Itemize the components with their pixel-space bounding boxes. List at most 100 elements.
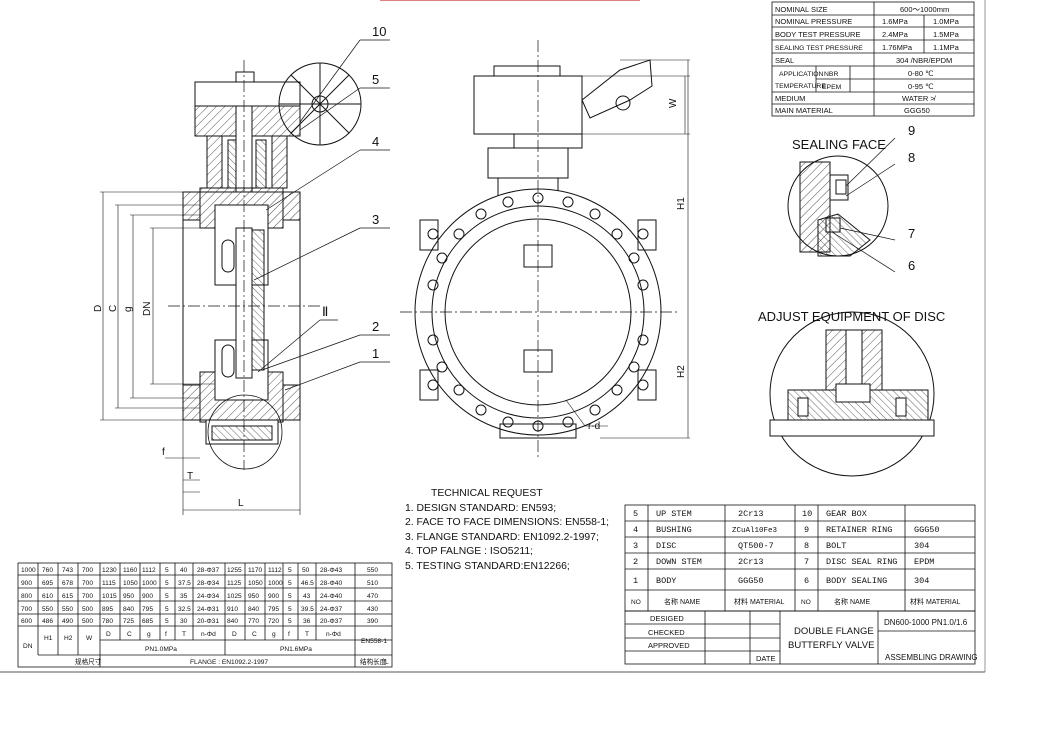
dim-w: W (668, 98, 679, 108)
header-sub: n-Φd (201, 631, 216, 638)
part-name: BUSHING (656, 525, 692, 535)
cell: 720 (268, 618, 279, 625)
part-material: 2Cr13 (738, 509, 764, 519)
cell: 840 (123, 606, 134, 613)
sealing-face-title: SEALING FACE (792, 137, 886, 152)
cell: 950 (123, 593, 134, 600)
cell: 28-Φ43 (320, 567, 342, 574)
title-checked: CHECKED (648, 628, 685, 637)
technical-request: TECHNICAL REQUEST 1. DESIGN STANDARD: EN… (405, 487, 623, 575)
part-name: DOWN STEM (656, 557, 702, 567)
spec-label: SEAL (775, 56, 794, 65)
dim-c: C (108, 305, 119, 312)
dimension-table-text: 1000 760 743 700 1230 1160 1112 5 40 28-… (21, 567, 389, 666)
callout-5: 5 (372, 72, 379, 87)
sealing-face-detail (787, 137, 896, 273)
spec-label: SEALING TEST PRESSURE (775, 45, 863, 52)
spec-table-text: NOMINAL SIZE 600～1000mm NOMINAL PRESSURE… (775, 5, 960, 115)
cell: 725 (123, 618, 134, 625)
flange-bolt-holes (427, 192, 649, 432)
cell: 1015 (102, 593, 117, 600)
part-name: BOLT (826, 541, 846, 551)
cell: 5 (288, 618, 292, 625)
drawing-spec: DN600-1000 PN1.0/1.6 (884, 618, 968, 627)
part-no: 5 (633, 509, 638, 519)
callout-4: 4 (372, 134, 379, 149)
cell: 550 (42, 606, 53, 613)
spec-sub: NBR (824, 71, 838, 78)
dim-d: D (93, 305, 104, 312)
cell: 486 (42, 618, 53, 625)
parts-header: 材料 MATERIAL (734, 597, 785, 606)
dim-dn: DN (142, 302, 153, 316)
spec-value: 1.6MPa (882, 17, 909, 26)
spec-label: BODY TEST PRESSURE (775, 30, 860, 39)
section-callouts: 10 5 4 3 Ⅱ 2 1 D C g DN f T L (93, 24, 386, 509)
cell: 695 (42, 580, 53, 587)
part-material: ZCuAl10Fe3 (732, 527, 778, 535)
cell: 28-Φ40 (320, 580, 342, 587)
header-sub: g (272, 631, 276, 638)
header-sub: g (147, 631, 151, 638)
spec-value: 1.1MPa (933, 43, 960, 52)
cell: 28-Φ37 (197, 567, 219, 574)
header-sub: f (288, 631, 290, 638)
cell: 1000 (268, 580, 283, 587)
header-sub: n-Φd (326, 631, 341, 638)
spec-label: MAIN MATERIAL (775, 106, 833, 115)
dim-f: f (162, 447, 165, 458)
cell: 1050 (248, 580, 263, 587)
cell: 1230 (102, 567, 117, 574)
cell: 1050 (123, 580, 138, 587)
cell: 470 (367, 593, 378, 600)
spec-value: 1.5MPa (933, 30, 960, 39)
cell: 1170 (248, 567, 263, 574)
cell: 900 (268, 593, 279, 600)
header-dn: DN (23, 643, 33, 650)
cell: 28-Φ34 (197, 580, 219, 587)
dimension-table (17, 562, 393, 668)
cell: 1115 (102, 580, 116, 587)
cell: 900 (142, 593, 153, 600)
title-designed: DESIGED (650, 614, 684, 623)
callout-8: 8 (908, 150, 915, 165)
adjust-equipment-detail (769, 311, 935, 477)
cell: 20-Φ37 (320, 618, 342, 625)
technical-request-item: 3. FLANGE STANDARD: EN1092.2-1997; (405, 531, 599, 543)
sealing-face-labels: SEALING FACE 9 8 7 6 (792, 123, 915, 273)
cell: 24-Φ31 (197, 606, 219, 613)
cell: 800 (21, 593, 32, 600)
cell: 700 (82, 580, 93, 587)
cell: 600 (21, 618, 32, 625)
cell: 30 (180, 618, 188, 625)
callout-3: 3 (372, 212, 379, 227)
title-date: DATE (756, 654, 775, 663)
cell: 1160 (123, 567, 138, 574)
spec-label: NOMINAL PRESSURE (775, 17, 852, 26)
spec-value: 1.76MPa (882, 43, 913, 52)
part-name: BODY (656, 576, 676, 586)
title-approved: APPROVED (648, 641, 690, 650)
header-pn10: PN1.0MPa (145, 646, 177, 653)
cell: 500 (82, 618, 93, 625)
part-no: 10 (802, 509, 812, 519)
part-no: 3 (633, 541, 638, 551)
part-material: 304 (914, 576, 929, 586)
parts-header: NO (801, 599, 811, 606)
header-spec-size: 规格尺寸 (75, 657, 102, 666)
cell: 910 (227, 606, 238, 613)
page-frame (0, 0, 986, 673)
cell: 5 (165, 593, 169, 600)
part-name: GEAR BOX (826, 509, 867, 519)
parts-header: NO (631, 599, 641, 606)
header-sub: f (165, 631, 167, 638)
part-no: 1 (633, 576, 638, 586)
cell: 5 (288, 606, 292, 613)
cell: 40 (180, 567, 188, 574)
part-material: GGG50 (914, 525, 940, 535)
front-view-labels: W H1 H2 r-d (588, 98, 687, 432)
part-no: 8 (804, 541, 809, 551)
dim-rd: r-d (588, 421, 600, 432)
header-flange: FLANGE : EN1092.2-1997 (190, 659, 268, 666)
